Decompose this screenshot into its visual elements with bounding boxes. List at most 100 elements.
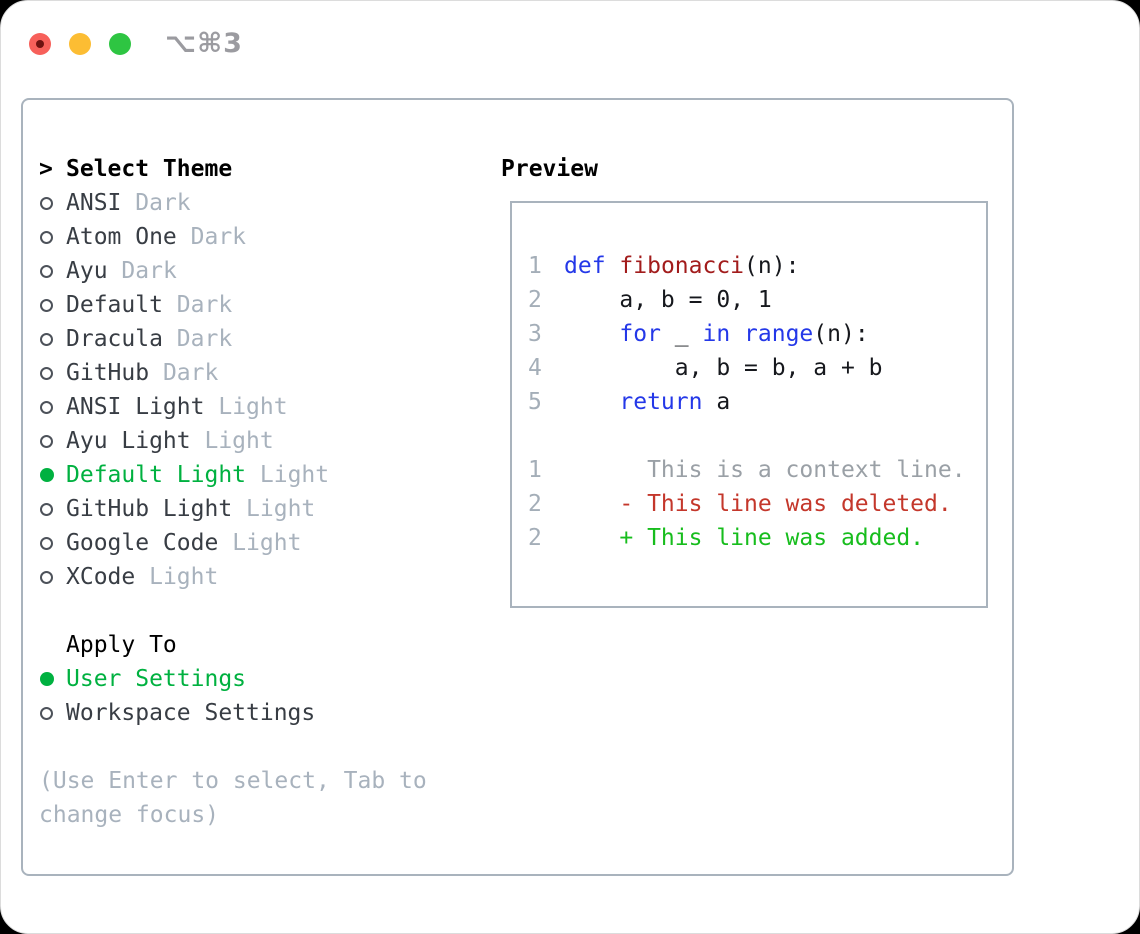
theme-name: GitHub Light <box>66 496 233 522</box>
theme-name: Ayu <box>66 258 108 284</box>
apply-to-option[interactable]: Workspace Settings <box>39 696 469 730</box>
theme-label: GitHub Light Light <box>66 492 315 526</box>
code-text <box>730 321 744 347</box>
theme-option[interactable]: GitHub Light Light <box>39 492 469 526</box>
line-number: 3 <box>528 321 542 347</box>
radio-icon <box>39 196 66 210</box>
theme-name: Ayu Light <box>66 428 191 454</box>
preview-title: Preview <box>501 156 598 182</box>
code-line <box>528 419 986 453</box>
apply-to-title: Apply To <box>66 632 177 658</box>
radio-icon <box>39 536 66 550</box>
code-text: (n): <box>744 253 800 279</box>
minimize-button-icon[interactable] <box>69 32 91 55</box>
theme-variant: Light <box>218 394 288 420</box>
theme-option[interactable]: GitHub Dark <box>39 356 469 390</box>
theme-name: Default <box>66 292 163 318</box>
theme-name: Dracula <box>66 326 163 352</box>
apply-to-option[interactable]: User Settings <box>39 662 469 696</box>
radio-selected-icon <box>39 672 66 686</box>
menu-header: > Select Theme <box>39 152 469 186</box>
theme-variant: Dark <box>190 224 247 250</box>
code-line: 2 + This line was added. <box>528 521 986 555</box>
code-text: _ <box>660 321 703 347</box>
theme-label: Google Code Light <box>66 526 301 560</box>
radio-icon <box>39 502 66 516</box>
theme-variant: Dark <box>121 258 177 284</box>
code-text: + This line was added. <box>564 525 925 551</box>
theme-variant: Dark <box>176 292 233 318</box>
apply-to-label: User Settings <box>66 666 247 692</box>
theme-name: Atom One <box>66 224 177 250</box>
code-line: 1 This is a context line. <box>528 453 986 487</box>
radio-icon <box>39 298 66 312</box>
code-text <box>564 321 619 347</box>
menu-cursor-icon: > <box>39 156 53 182</box>
zoom-button-icon[interactable] <box>109 32 131 55</box>
code-line: 5 return a <box>528 385 986 419</box>
theme-name: ANSI Light <box>66 394 205 420</box>
theme-option[interactable]: Dracula Dark <box>39 322 469 356</box>
theme-option[interactable]: Ayu Dark <box>39 254 469 288</box>
theme-label: Atom One Dark <box>66 220 246 254</box>
code-text: - This line was deleted. <box>564 491 952 517</box>
titlebar: ⌥⌘3 <box>29 28 243 59</box>
theme-label: Default Dark <box>66 288 232 322</box>
code-text: This is a context line. <box>564 457 966 483</box>
window-shortcut-label: ⌥⌘3 <box>165 28 243 59</box>
theme-label: Ayu Light Light <box>66 424 274 458</box>
code-line: 2 - This line was deleted. <box>528 487 986 521</box>
theme-variant: Dark <box>135 190 191 216</box>
radio-selected-icon <box>39 468 66 482</box>
line-number: 2 <box>528 525 542 551</box>
code-line: 4 a, b = b, a + b <box>528 351 986 385</box>
theme-option[interactable]: Google Code Light <box>39 526 469 560</box>
spacer <box>39 730 469 764</box>
theme-variant: Dark <box>162 360 219 386</box>
theme-variant: Light <box>259 462 330 488</box>
radio-icon <box>39 332 66 346</box>
code-text: a, b = b, a + b <box>564 355 883 381</box>
hint-text: (Use Enter to select, Tab to change focu… <box>39 768 427 828</box>
theme-option[interactable]: Ayu Light Light <box>39 424 469 458</box>
theme-variant: Light <box>246 496 316 522</box>
theme-name: XCode <box>66 564 136 590</box>
spacer <box>39 594 469 628</box>
theme-option[interactable]: Default Light Light <box>39 458 469 492</box>
theme-option[interactable]: XCode Light <box>39 560 469 594</box>
code-line: 3 for _ in range(n): <box>528 317 986 351</box>
code-text: (n): <box>813 321 869 347</box>
theme-variant: Light <box>204 428 274 454</box>
code-text: def <box>564 253 606 279</box>
radio-icon <box>39 570 66 584</box>
theme-option[interactable]: Atom One Dark <box>39 220 469 254</box>
theme-option[interactable]: ANSI Light Light <box>39 390 469 424</box>
theme-name: ANSI <box>66 190 122 216</box>
radio-icon <box>39 366 66 380</box>
code-text: a, b = 0, 1 <box>564 287 772 313</box>
code-text <box>606 253 620 279</box>
theme-label: Ayu Dark <box>66 254 177 288</box>
theme-name: GitHub <box>66 360 150 386</box>
radio-icon <box>39 434 66 448</box>
line-number: 1 <box>528 253 542 279</box>
line-number: 1 <box>528 457 542 483</box>
radio-icon <box>39 264 66 278</box>
theme-option[interactable]: ANSI Dark <box>39 186 469 220</box>
theme-name: Default Light <box>66 462 247 488</box>
line-number: 5 <box>528 389 542 415</box>
theme-label: ANSI Dark <box>66 186 191 220</box>
close-button-icon[interactable] <box>29 32 51 55</box>
theme-option[interactable]: Default Dark <box>39 288 469 322</box>
theme-label: GitHub Dark <box>66 356 218 390</box>
radio-icon <box>39 400 66 414</box>
code-text: in <box>702 321 731 347</box>
code-text: return <box>619 389 703 415</box>
